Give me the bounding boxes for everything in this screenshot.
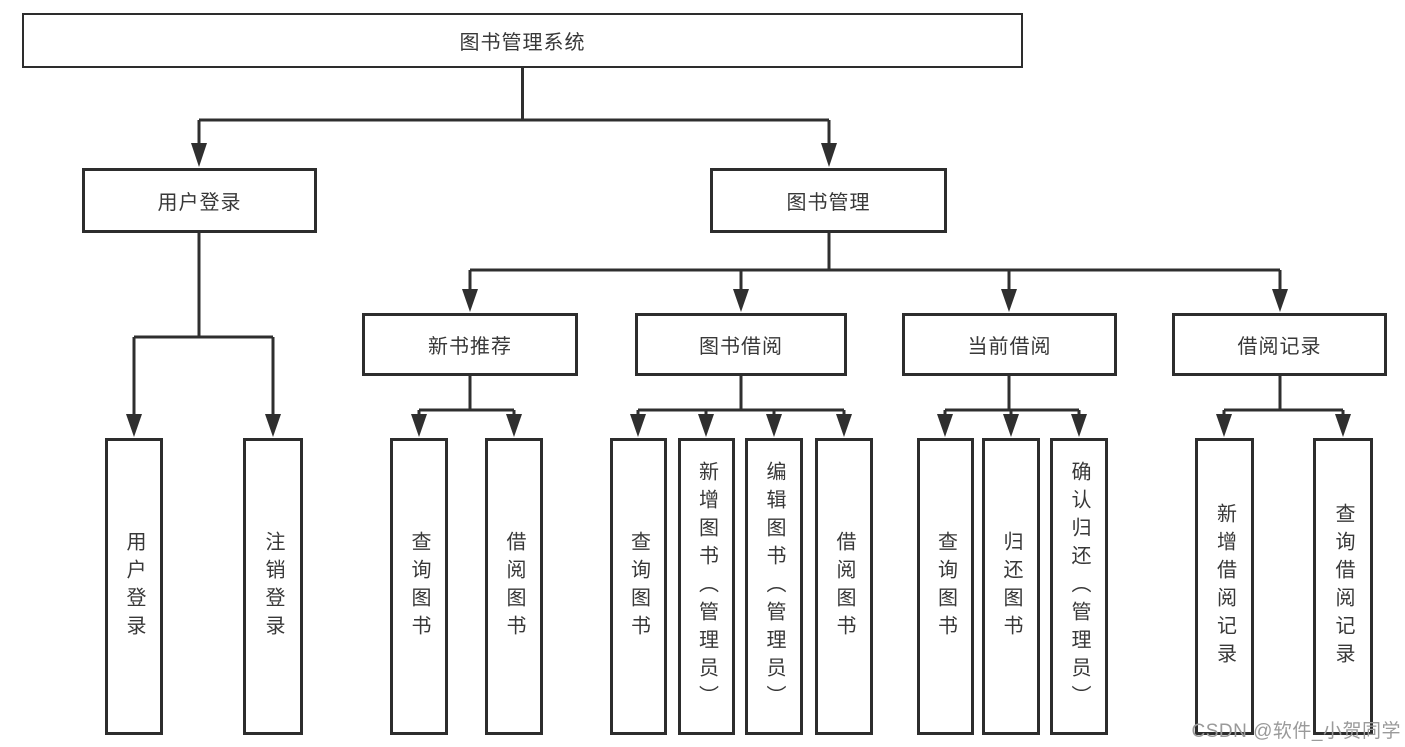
leaf-label: 用户登录 [123,530,145,643]
leaf-logout-login: 注销登录 [243,438,303,735]
node-user-login: 用户登录 [82,168,317,233]
leaf-label: 注销登录 [262,530,284,643]
leaf-label: 查询图书 [934,530,957,643]
leaf-bb-borrow-books: 借阅图书 [815,438,873,735]
leaf-label: 借阅图书 [503,530,525,643]
csdn-watermark: CSDN @软件_小贺同学 [1191,721,1401,742]
node-borrow-records: 借阅记录 [1172,313,1387,376]
leaf-nbr-query-books: 查询图书 [390,438,448,735]
leaf-bb-query-books: 查询图书 [610,438,667,735]
leaf-cb-query-books: 查询图书 [917,438,974,735]
leaf-br-query-record: 查询借阅记录 [1313,438,1373,735]
leaf-cb-return-books: 归还图书 [982,438,1040,735]
leaf-br-add-record: 新增借阅记录 [1195,438,1254,735]
leaf-bb-add-books-admin: 新增图书（管理员） [678,438,735,735]
node-root-system: 图书管理系统 [22,13,1023,68]
leaf-bb-edit-books-admin: 编辑图书（管理员） [745,438,803,735]
leaf-label: 归还图书 [1000,530,1022,643]
leaf-label: 查询借阅记录 [1332,502,1354,671]
leaf-cb-confirm-return-admin: 确认归还（管理员） [1050,438,1108,735]
leaf-label: 新增图书（管理员） [695,460,718,713]
node-current-borrow: 当前借阅 [902,313,1117,376]
node-new-book-recommend: 新书推荐 [362,313,578,376]
leaf-nbr-borrow-books: 借阅图书 [485,438,543,735]
leaf-user-login: 用户登录 [105,438,163,735]
node-book-borrow: 图书借阅 [635,313,847,376]
leaf-label: 查询图书 [627,530,650,643]
leaf-label: 新增借阅记录 [1213,502,1236,671]
leaf-label: 确认归还（管理员） [1068,460,1090,713]
leaf-label: 编辑图书（管理员） [763,460,785,713]
leaf-label: 查询图书 [408,530,430,643]
leaf-label: 借阅图书 [833,530,855,643]
node-book-management: 图书管理 [710,168,947,233]
